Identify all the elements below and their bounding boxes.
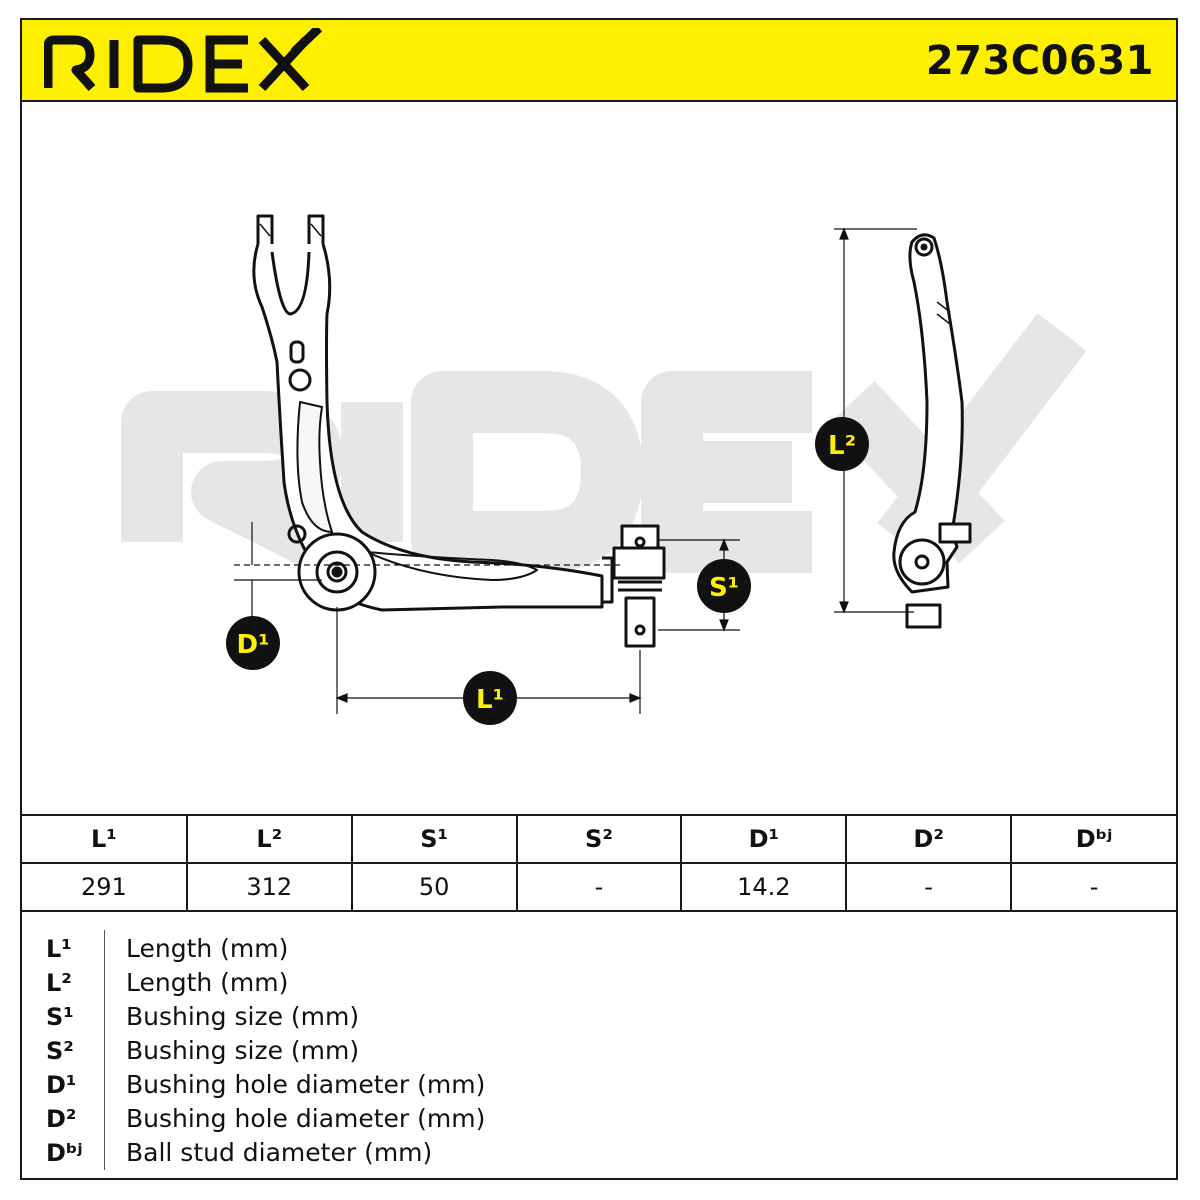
legend-description: Length (mm) <box>126 968 289 997</box>
legend-item: D² Bushing hole diameter (mm) <box>22 1102 1176 1136</box>
legend-symbol: Dᵇʲ <box>46 1139 83 1167</box>
spec-value-d1: 14.2 <box>680 862 848 912</box>
watermark-logo <box>121 313 1087 573</box>
control-arm-front-view <box>252 214 666 648</box>
spec-header-d1: D¹ <box>680 814 848 864</box>
ridex-logo-icon <box>43 24 323 93</box>
spec-table: L¹ L² S¹ S² D¹ D² Dᵇʲ 291 312 50 - 14.2 … <box>22 814 1176 912</box>
spec-value-s2: - <box>515 862 683 912</box>
technical-drawing: D¹ L¹ S¹ L² <box>22 102 1176 814</box>
spec-value-l1: 291 <box>22 862 188 912</box>
legend-symbol: S¹ <box>46 1003 74 1031</box>
legend-item: S² Bushing size (mm) <box>22 1034 1176 1068</box>
legend-description: Bushing hole diameter (mm) <box>126 1070 486 1099</box>
spec-header-l1: L¹ <box>22 814 188 864</box>
legend-item: D¹ Bushing hole diameter (mm) <box>22 1068 1176 1102</box>
legend-symbol: S² <box>46 1037 74 1065</box>
legend-symbol: D² <box>46 1105 77 1133</box>
legend-description: Bushing size (mm) <box>126 1002 360 1031</box>
spec-header-s2: S² <box>515 814 683 864</box>
legend-description: Bushing hole diameter (mm) <box>126 1104 486 1133</box>
legend-symbol: L² <box>46 969 72 997</box>
control-arm-side-view <box>892 233 972 629</box>
legend-item: S¹ Bushing size (mm) <box>22 1000 1176 1034</box>
callout-d1: D¹ <box>226 616 280 670</box>
spec-header-l2: L² <box>185 814 353 864</box>
legend-description: Ball stud diameter (mm) <box>126 1138 433 1167</box>
spec-header-dbj: Dᵇʲ <box>1010 814 1176 864</box>
callout-s1: S¹ <box>697 559 751 613</box>
callout-l1: L¹ <box>463 671 517 725</box>
legend-description: Bushing size (mm) <box>126 1036 360 1065</box>
callout-l1-label: L¹ <box>476 685 504 715</box>
callout-l2: L² <box>815 417 869 471</box>
spec-value-dbj: - <box>1010 862 1176 912</box>
legend-symbol: L¹ <box>46 935 72 963</box>
legend: L¹ Length (mm) L² Length (mm) S¹ Bushing… <box>22 916 1176 1180</box>
header-bar: 273C0631 <box>22 20 1176 102</box>
callout-s1-label: S¹ <box>709 573 739 603</box>
spec-header-s1: S¹ <box>350 814 518 864</box>
spec-value-d2: - <box>845 862 1013 912</box>
brand-logo <box>43 24 324 94</box>
part-number: 273C0631 <box>925 38 1154 84</box>
callout-l2-label: L² <box>828 431 856 461</box>
legend-symbol: D¹ <box>46 1071 77 1099</box>
legend-item: L² Length (mm) <box>22 966 1176 1000</box>
spec-table-value-row: 291 312 50 - 14.2 - - <box>22 862 1176 912</box>
spec-value-s1: 50 <box>350 862 518 912</box>
spec-value-l2: 312 <box>185 862 353 912</box>
callout-d1-label: D¹ <box>237 630 270 660</box>
spec-header-d2: D² <box>845 814 1013 864</box>
legend-item: L¹ Length (mm) <box>22 932 1176 966</box>
legend-divider <box>104 930 105 1170</box>
product-sheet: 273C0631 <box>20 18 1178 1180</box>
legend-item: Dᵇʲ Ball stud diameter (mm) <box>22 1136 1176 1170</box>
spec-table-header-row: L¹ L² S¹ S² D¹ D² Dᵇʲ <box>22 814 1176 864</box>
legend-description: Length (mm) <box>126 934 289 963</box>
